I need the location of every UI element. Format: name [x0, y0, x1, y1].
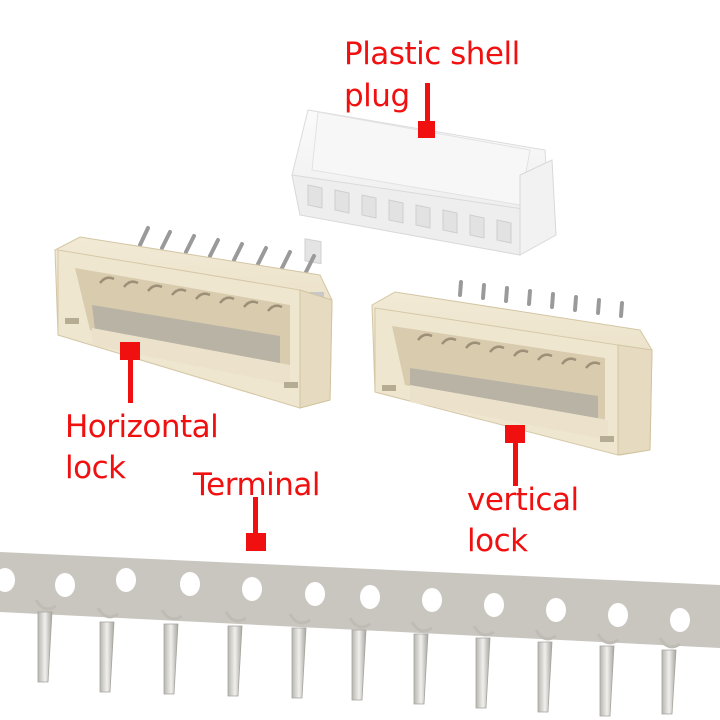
terminal-strip-image [0, 552, 720, 717]
vertical-lock-pointer-stem [513, 441, 518, 486]
horizontal-lock-pointer-marker [120, 342, 140, 360]
vertical-lock-label-line2: lock [467, 523, 528, 559]
vertical-lock-pointer-marker [505, 425, 525, 443]
terminal-pointer-stem [253, 497, 258, 537]
plastic-shell-plug-image [291, 109, 557, 265]
terminal-label: Terminal [193, 467, 321, 503]
horizontal-lock-pointer-stem [128, 358, 133, 403]
plastic-shell-label-line2: plug [344, 78, 410, 114]
vertical-lock-header-image [371, 280, 653, 456]
plastic-shell-pointer-stem [425, 83, 430, 128]
plastic-shell-label-line1: Plastic shell [344, 36, 520, 72]
horizontal-lock-label-line1: Horizontal [65, 409, 219, 445]
terminal-pointer-marker [246, 533, 266, 551]
horizontal-lock-header-image [54, 226, 333, 409]
horizontal-lock-label-line2: lock [65, 450, 126, 486]
vertical-lock-label-line1: vertical [467, 482, 579, 518]
plastic-shell-pointer-marker [418, 121, 435, 138]
